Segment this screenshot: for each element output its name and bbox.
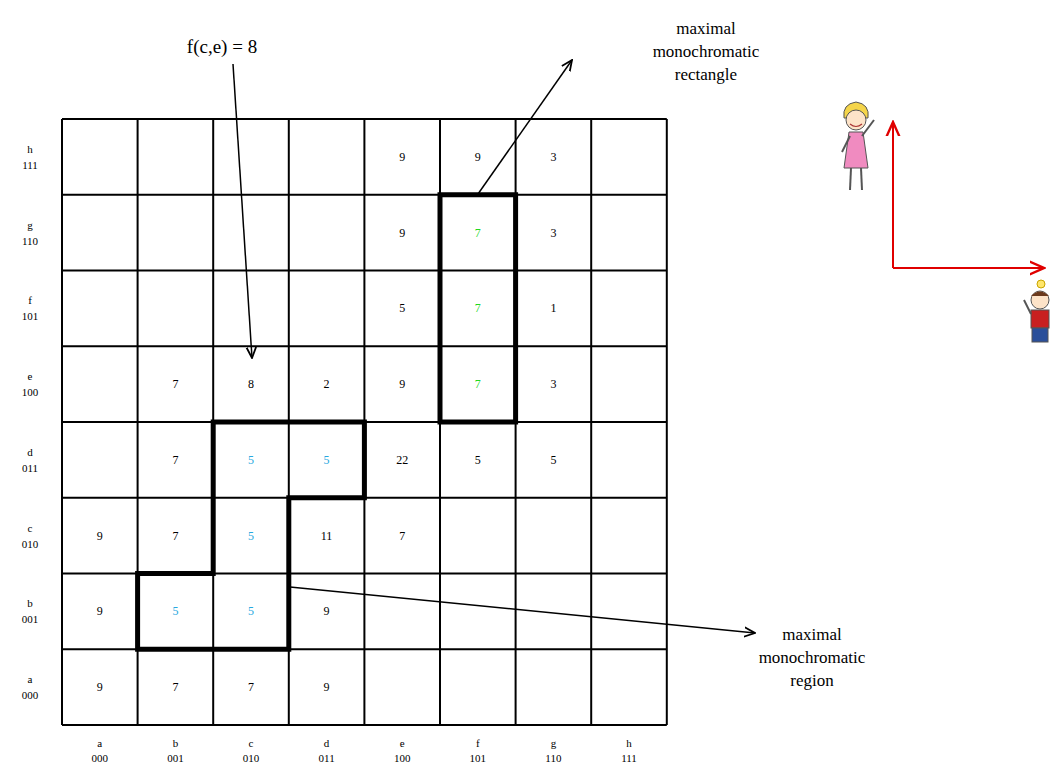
axis-arrow [893,267,1044,269]
cell-value: 7 [475,225,481,241]
row-code: 110 [22,233,38,248]
column-name: b [173,736,179,751]
cell-value: 7 [248,679,254,695]
column-code: 100 [394,751,411,766]
cell-value: 9 [399,149,405,165]
function-annotation: f(c,e) = 8 [187,34,257,60]
column-code: 010 [243,751,260,766]
cell-value: 9 [324,603,330,619]
cell-value: 5 [324,452,330,468]
cell-value: 7 [399,528,405,544]
cell-value: 7 [172,679,178,695]
row-code: 101 [22,309,39,324]
rectangle-outline [440,195,516,422]
cell-value: 5 [172,603,178,619]
cell-value: 5 [399,300,405,316]
region-annotation: maximal monochromatic region [742,624,882,693]
cell-value: 9 [324,679,330,695]
cell-value: 1 [550,300,556,316]
row-name: a [28,672,33,687]
column-code: 110 [545,751,561,766]
row-name: b [27,596,33,611]
cell-value: 7 [475,300,481,316]
row-name: h [27,141,33,156]
alice-figure [842,102,874,190]
rectangle-annotation: maximal monochromatic rectangle [636,18,776,87]
column-name: h [626,736,632,751]
cell-value: 7 [172,452,178,468]
cell-value: 5 [248,528,254,544]
grid-line [590,119,592,725]
row-name: f [28,293,32,308]
leader-arrow [478,60,572,194]
grid-line [62,724,667,726]
region-outline [138,422,365,649]
row-name: d [27,444,33,459]
axis-arrow [892,122,894,268]
matrix-grid [62,119,667,725]
column-name: g [551,736,557,751]
column-code: 001 [167,751,184,766]
cell-value: 9 [97,528,103,544]
cell-value: 2 [324,376,330,392]
cell-value: 3 [550,376,556,392]
cell-value: 9 [399,376,405,392]
cell-value: 5 [248,603,254,619]
cell-value: 3 [550,225,556,241]
cell-value: 5 [475,452,481,468]
row-name: g [27,217,33,232]
column-code: 111 [621,751,637,766]
cell-value: 7 [475,376,481,392]
cell-value: 22 [396,452,408,468]
row-code: 001 [22,612,39,627]
column-name: c [249,736,254,751]
column-code: 000 [92,751,109,766]
leader-arrow [290,587,755,633]
cell-value: 7 [172,376,178,392]
cell-value: 9 [97,679,103,695]
row-code: 111 [22,157,38,172]
cell-value: 9 [475,149,481,165]
leader-arrow [233,64,252,358]
column-name: f [476,736,480,751]
row-code: 100 [22,385,39,400]
column-name: d [324,736,330,751]
row-name: c [28,520,33,535]
cell-value: 8 [248,376,254,392]
column-name: a [97,736,102,751]
bob-figure [1024,280,1049,342]
cell-value: 5 [550,452,556,468]
row-name: e [28,369,33,384]
cell-value: 9 [399,225,405,241]
row-code: 011 [22,460,38,475]
column-code: 101 [470,751,487,766]
column-code: 011 [319,751,335,766]
cell-value: 5 [248,452,254,468]
row-code: 010 [22,536,39,551]
cell-value: 7 [172,528,178,544]
cell-value: 9 [97,603,103,619]
column-name: e [400,736,405,751]
row-code: 000 [22,688,39,703]
cell-value: 11 [321,528,333,544]
grid-line [666,119,668,725]
cell-value: 3 [550,149,556,165]
